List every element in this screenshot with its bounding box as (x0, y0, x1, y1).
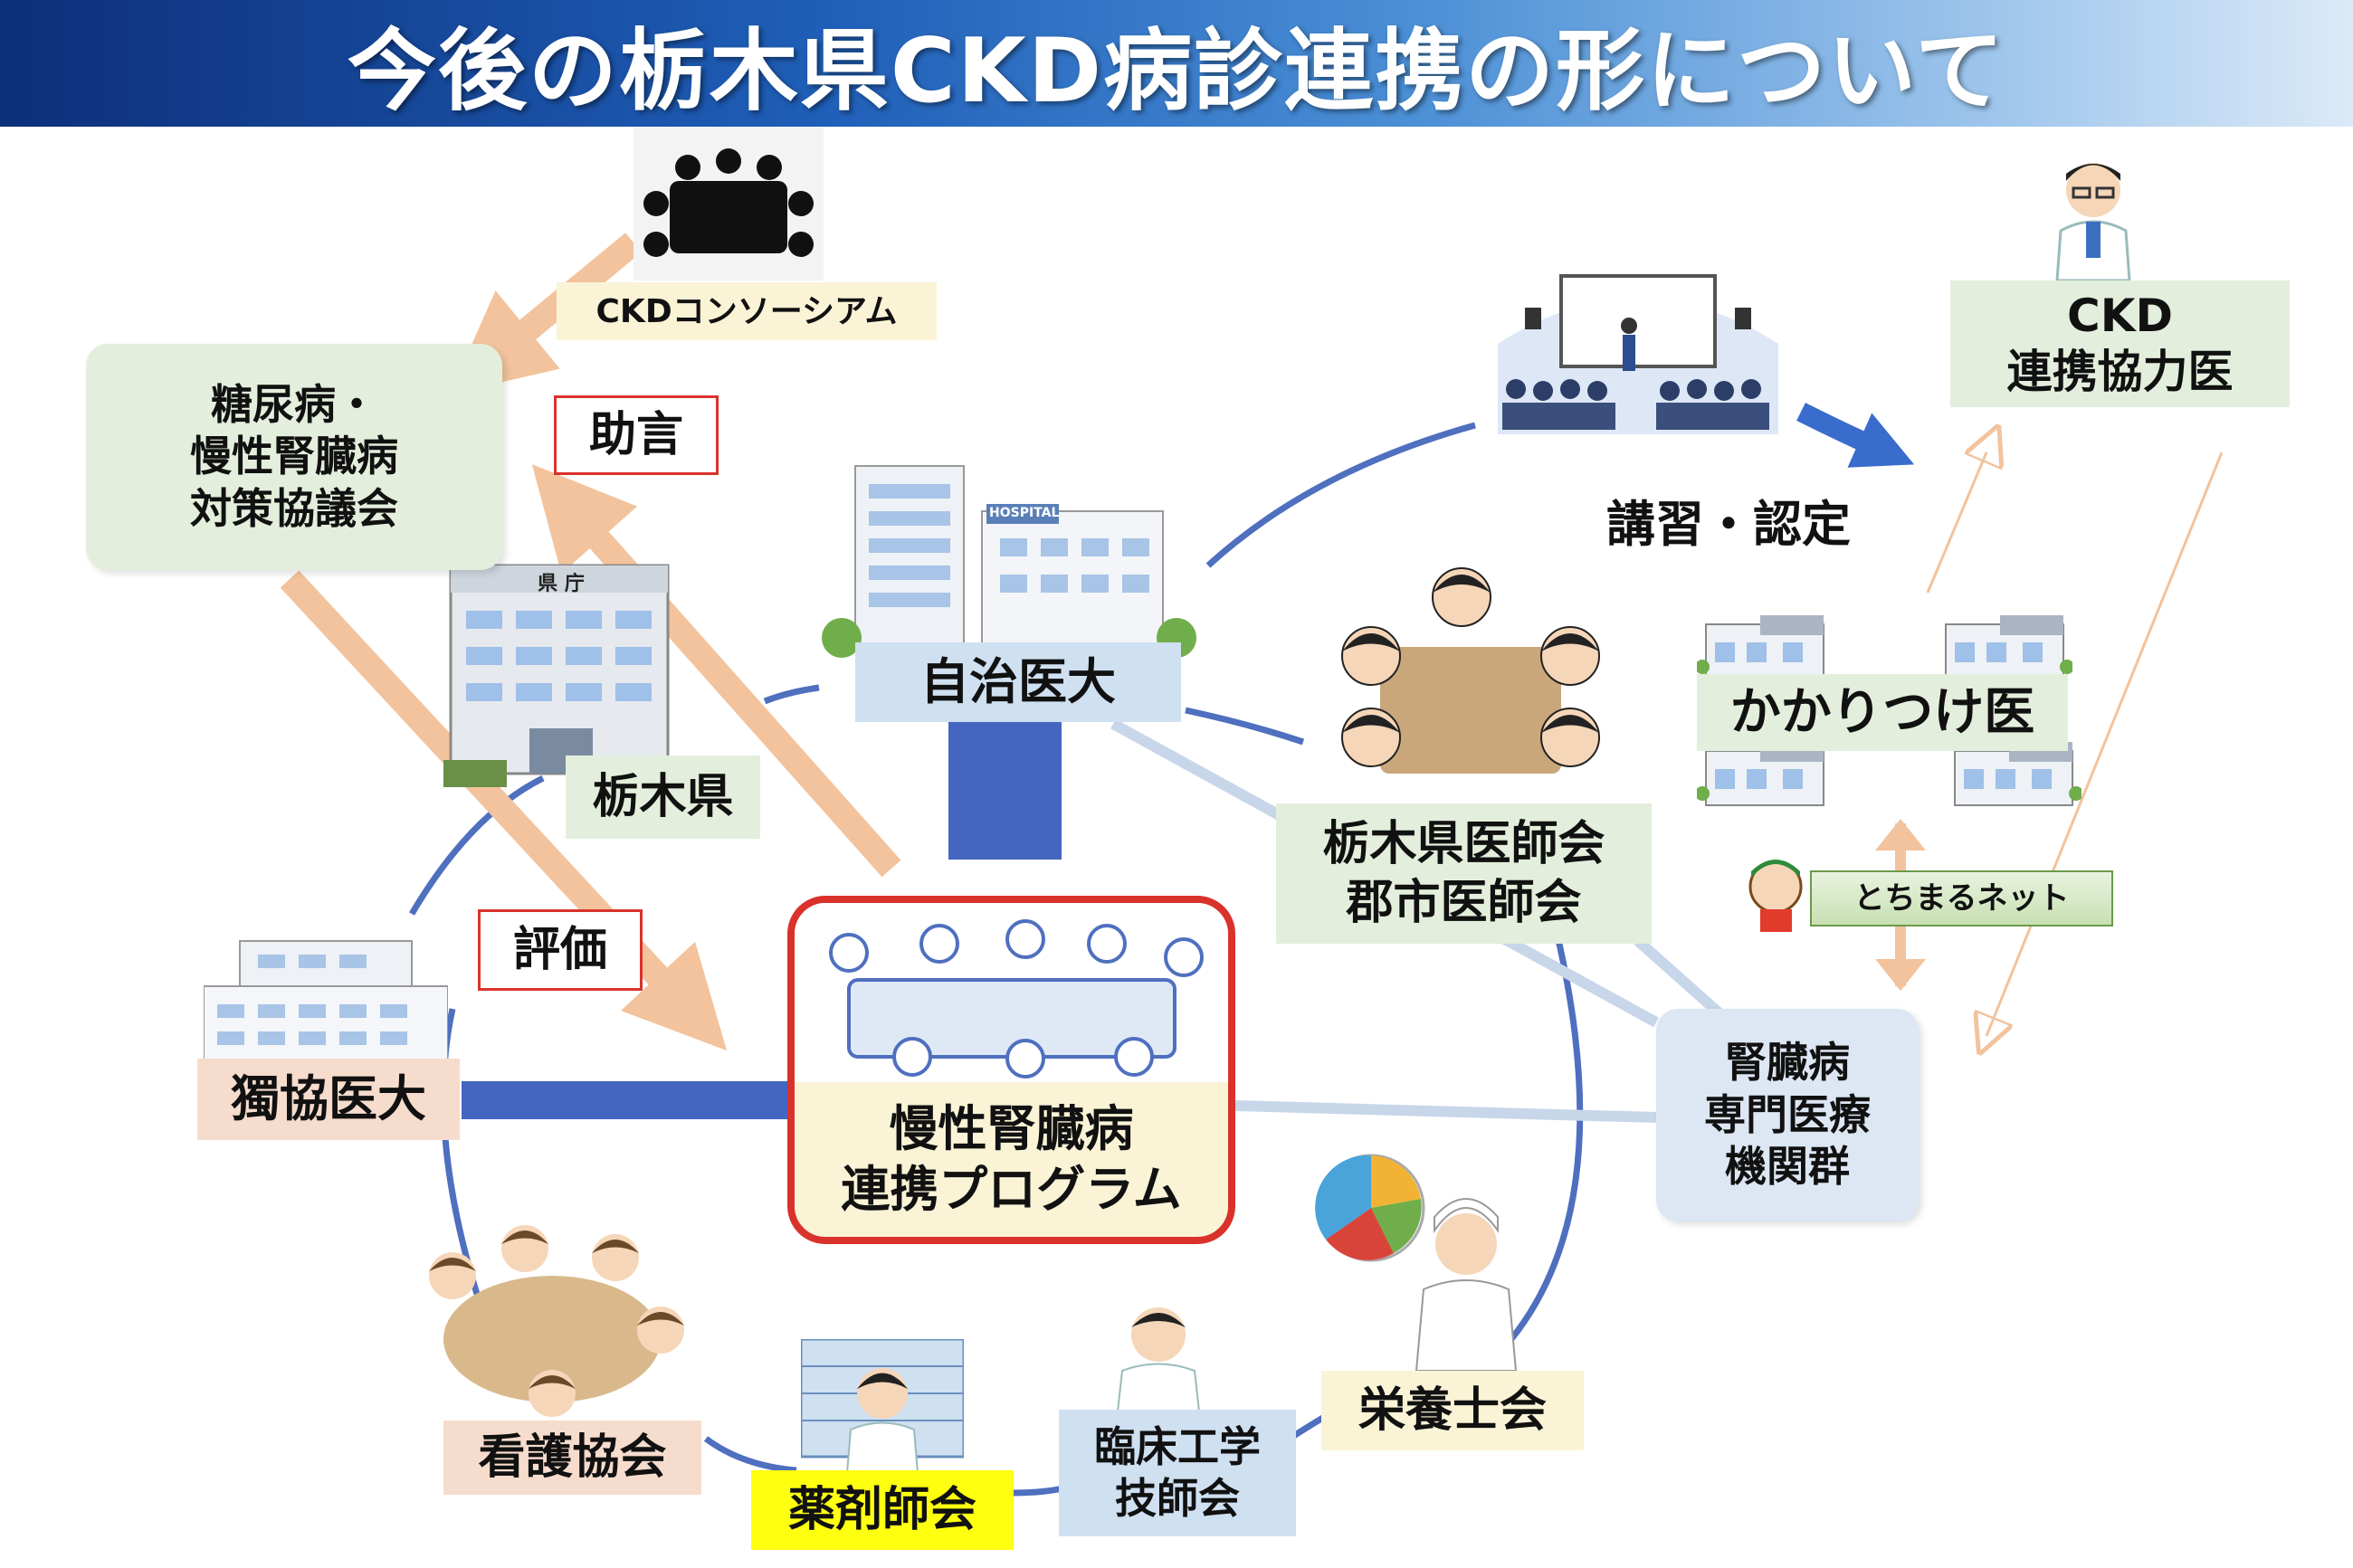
clinic-building (1695, 611, 1833, 683)
dietitian-illustration (1308, 1145, 1543, 1372)
tochimaru-arrowhead-bottom (1875, 959, 1926, 991)
doctor-illustration (2041, 154, 2140, 282)
hospital-building: HOSPITAL (819, 457, 1199, 674)
network-circle-arc (1205, 422, 1476, 568)
prefectural-office-sign: 県 庁 (538, 573, 585, 595)
ckd-coop-line-1: CKD (2067, 289, 2173, 342)
dokkyo-program-connector (462, 1081, 787, 1119)
program-to-advice-arrow (531, 464, 901, 878)
clinic-building (1937, 611, 2074, 683)
network-circle-arc (703, 1436, 797, 1474)
prefectural-office-building: 県 庁 (443, 547, 679, 792)
dokkyo-hospital-building (203, 932, 449, 1068)
network-circle-arc (1013, 1485, 1064, 1497)
title-banner (0, 0, 2353, 127)
tochimaru-arrowhead-top (1875, 819, 1926, 851)
specialist-line-2: 専門医療 (1704, 1089, 1871, 1139)
evaluation-label: 評価 (478, 909, 643, 991)
nursing-association-label: 看護協会 (443, 1421, 701, 1495)
hospital-sign: HOSPITAL (989, 506, 1060, 520)
specialist-line-3: 機関群 (1725, 1142, 1850, 1192)
specialist-line-1: 腎臓病 (1725, 1038, 1850, 1088)
ckd-coop-doctor-box: CKD 連携協力医 (1950, 280, 2290, 407)
pharmacists-association-label: 薬剤師会 (751, 1470, 1014, 1550)
dietitians-association-label: 栄養士会 (1321, 1371, 1584, 1450)
pharmacist-illustration (799, 1337, 966, 1485)
training-to-coop-arrow (1796, 403, 1915, 468)
kakaritsuke-to-coop-arrow-outline (1926, 451, 1988, 594)
kakaritsuke-doctor-label: かかりつけ医 (1697, 674, 2068, 751)
advice-label: 助言 (554, 395, 719, 475)
council-line-3: 対策協議会 (190, 483, 398, 533)
tochigi-prefecture-label: 栃木県 (566, 755, 760, 839)
network-circle-arc (1185, 707, 1305, 746)
clinical-engineer-illustration (1091, 1298, 1217, 1412)
network-circle-arc (763, 684, 820, 705)
light-connector (1634, 936, 1723, 1018)
dokkyo-medical-univ-label: 獨協医大 (197, 1059, 460, 1140)
engineers-line-2: 技師会 (1115, 1474, 1240, 1523)
coop-specialist-arrow-outline (1985, 451, 2224, 1037)
program-line-1: 慢性腎臓病 (889, 1099, 1134, 1157)
network-circle-arc (1509, 931, 1584, 1342)
network-circle-arc (408, 774, 545, 916)
nurses-illustration (398, 1212, 706, 1421)
clinic-building (1695, 737, 1833, 810)
council-box: 糖尿病・ 慢性腎臓病 対策協議会 (86, 344, 502, 570)
doctors-meeting-illustration (1326, 556, 1615, 810)
clinical-engineers-box: 臨床工学 技師会 (1059, 1410, 1296, 1536)
jichi-program-connector (948, 719, 1062, 860)
ckd-consortium-label: CKDコンソーシアム (557, 282, 937, 340)
ckd-program-box[interactable]: 慢性腎臓病 連携プログラム (787, 896, 1235, 1244)
council-line-1: 糖尿病・ (211, 379, 377, 429)
medical-association-box: 栃木県医師会 郡市医師会 (1276, 803, 1652, 944)
page-title: 今後の栃木県CKD病診連携の形について (347, 20, 2006, 123)
tochimaru-net-label[interactable]: とちまるネット (1810, 870, 2113, 927)
jichi-medical-univ-label: 自治医大 (855, 642, 1181, 722)
ckd-coop-line-2: 連携協力医 (2006, 346, 2234, 398)
tochimaru-mascot-icon (1742, 855, 1810, 936)
light-connector (1234, 1100, 1657, 1123)
conference-table-icon (634, 127, 824, 280)
specialist-institutions-box: 腎臓病 専門医療 機関群 (1656, 1009, 1919, 1221)
program-line-2: 連携プログラム (841, 1161, 1182, 1218)
medical-assoc-line-1: 栃木県医師会 (1322, 816, 1605, 871)
engineers-line-1: 臨床工学 (1094, 1421, 1261, 1471)
council-line-2: 慢性腎臓病 (190, 432, 398, 481)
lecture-illustration (1489, 253, 1787, 443)
program-meeting-illustration (795, 903, 1228, 1084)
program-text: 慢性腎臓病 連携プログラム (795, 1082, 1228, 1236)
training-certification-label: 講習・認定 (1606, 496, 1851, 554)
medical-assoc-line-2: 郡市医師会 (1346, 875, 1582, 930)
